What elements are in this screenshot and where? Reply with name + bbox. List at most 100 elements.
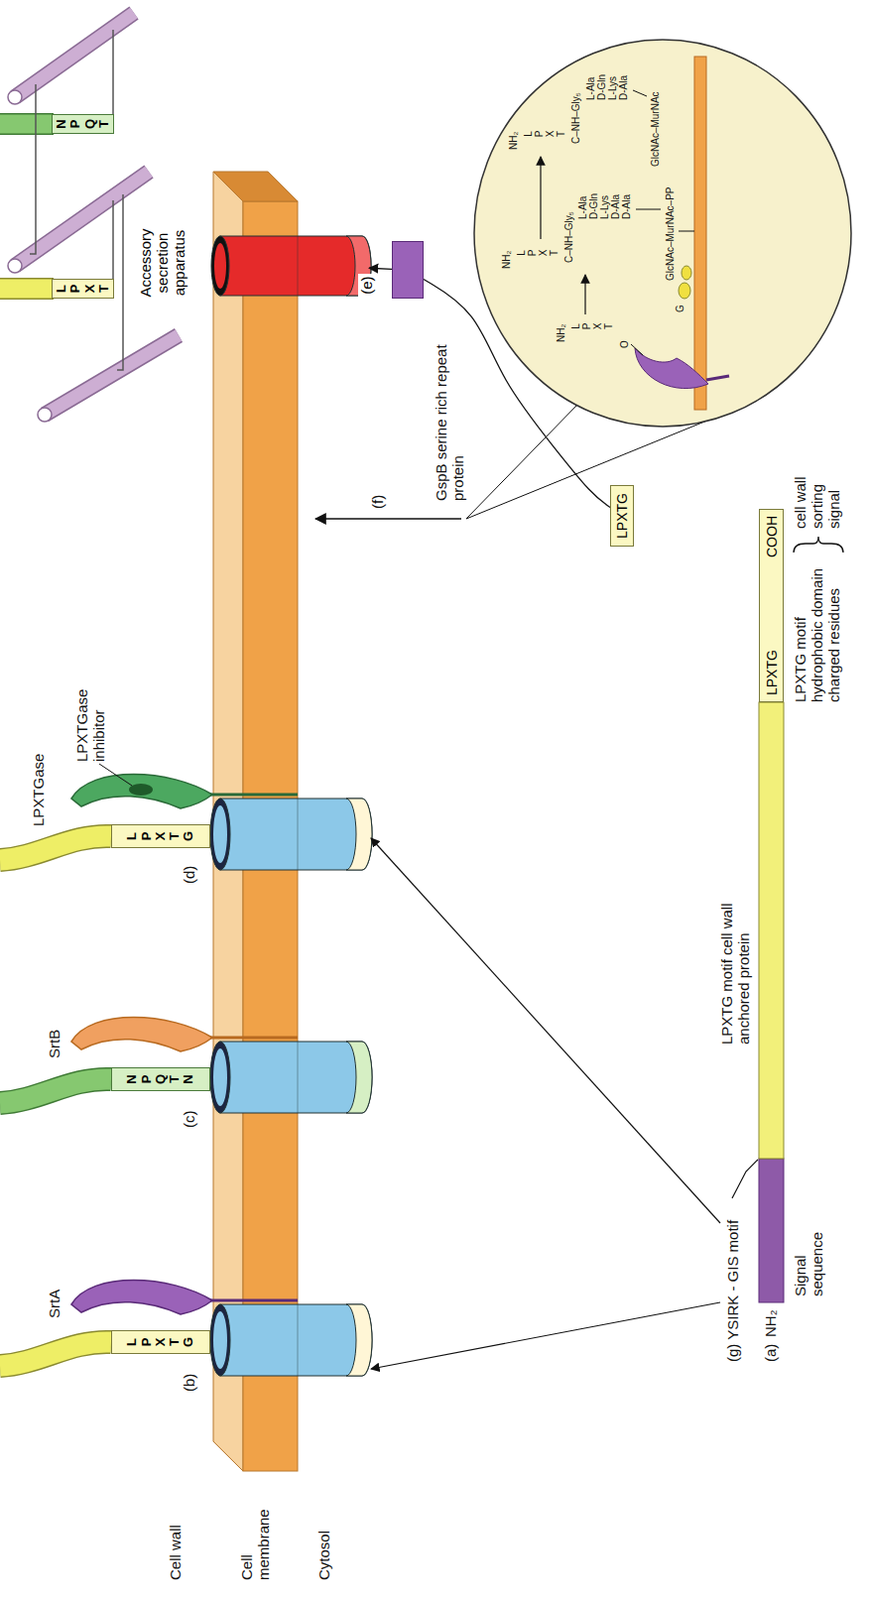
edge-label: (e)	[358, 273, 375, 296]
arrow	[584, 274, 586, 315]
cylinder-pore	[213, 805, 228, 864]
membrane-bar	[694, 56, 707, 410]
brace	[793, 536, 844, 553]
node-text: LPXT	[54, 282, 112, 296]
callout-line	[466, 417, 715, 519]
cylinder-body	[220, 1304, 373, 1376]
cylinder-pore	[214, 243, 227, 289]
fiber-stem	[109, 200, 114, 289]
chem-label: NH₂	[507, 131, 519, 150]
enzyme-label: LPXTGase inhibitor	[73, 682, 108, 762]
sorting-signal-bar: LPXTG COOH	[758, 508, 784, 703]
layer-label: Cytosol	[315, 1500, 333, 1581]
fiber-ribbon	[0, 115, 54, 134]
node-text: GspB serine rich repeat protein	[432, 322, 467, 501]
panel-letter: (a)	[761, 1344, 779, 1363]
cylinder-cap	[346, 1041, 373, 1114]
node-text: NPQTN	[124, 1073, 196, 1087]
cylinder-pore	[213, 1311, 228, 1369]
cylinder-top	[210, 798, 231, 870]
glycan-rod	[44, 335, 179, 415]
node-text: NPQT	[54, 118, 112, 131]
peptidoglycan-rods	[7, 12, 179, 422]
sorting-motif: NPQTN	[111, 1067, 211, 1092]
enzyme-label: SrtB	[45, 1029, 63, 1059]
bond	[632, 90, 647, 97]
fiber-motif: NPQT	[51, 114, 115, 134]
domain-label: LPXTG motif cell wall anchored protein	[718, 870, 752, 1045]
membrane-edge	[297, 798, 299, 870]
cylinder-top	[210, 1041, 231, 1114]
arrow	[539, 156, 541, 240]
membrane-edge	[297, 236, 299, 296]
cylinder-cap	[346, 798, 373, 870]
chem-label: G	[674, 304, 686, 313]
srtb-enzyme	[71, 1017, 213, 1053]
glycan-rod	[14, 12, 134, 98]
glycine-blob	[681, 265, 692, 280]
fiber-ribbon	[0, 277, 54, 300]
glycan-label: GlcNAc–MurNAc	[649, 91, 661, 167]
crosslink	[117, 194, 124, 371]
layer-label: Cell wall	[166, 1510, 184, 1581]
protein-ribbon	[0, 1342, 112, 1367]
magnified-view	[474, 39, 852, 427]
protein-ribbon	[0, 1079, 112, 1104]
glycan-label: GlcNAc–MurNAc–PP	[664, 187, 676, 281]
protein-ribbon	[0, 1342, 112, 1367]
terminus-label: NH₂	[761, 1310, 779, 1339]
cylinder-body	[220, 1041, 373, 1114]
enzyme-label: LPXTGase	[29, 753, 47, 827]
fork-line	[732, 1159, 758, 1199]
signal-sequence-bar	[758, 1158, 784, 1303]
fiber-stem	[109, 29, 114, 125]
enzyme-label: SrtA	[45, 1289, 63, 1319]
panel-letter: (c)	[180, 1111, 198, 1129]
stem-peptide: L-Ala D-Gln L-Lys D-Ala	[585, 68, 629, 101]
rod-end	[7, 258, 22, 273]
glycan-rod	[14, 12, 134, 98]
chem-label: LPXT	[570, 321, 615, 332]
chem-label: C–NH–Gly₅	[570, 92, 582, 144]
chem-label: NH₂	[555, 324, 567, 343]
srta-enzyme	[71, 1280, 213, 1316]
chem-label: LPXT	[522, 128, 567, 139]
enzyme-anchor	[210, 793, 298, 797]
fiber-ribbon	[0, 113, 54, 135]
inhibitor	[128, 783, 153, 796]
protein-bar	[758, 702, 784, 1159]
gspb-protein: GspB serine rich repeat protein	[391, 241, 424, 299]
chem-label: NH₂	[500, 250, 512, 269]
callout-line	[466, 404, 578, 519]
protein-ribbon	[0, 836, 112, 861]
bond	[635, 209, 661, 211]
enzyme-anchor	[210, 1299, 298, 1303]
node-text: Accessory secretion apparatus	[136, 205, 188, 321]
fiber-motif: LPXT	[51, 278, 115, 299]
bond	[678, 231, 695, 233]
node-text: COOH	[763, 515, 780, 558]
crosslink	[29, 84, 36, 254]
panel-letter: (d)	[180, 866, 198, 884]
srta-enzyme	[634, 348, 709, 389]
chem-label: C–NH–Gly₅	[563, 211, 575, 263]
sorting-motif: LPXTG	[111, 1330, 211, 1355]
domain-label: Signal sequence	[791, 1217, 826, 1297]
glycine-blob	[678, 282, 691, 299]
stem-peptide: L-Ala D-Gln L-Lys D-Ala D-Ala	[577, 187, 632, 220]
cylinder-top	[211, 236, 230, 296]
cylinder-pore	[213, 1048, 228, 1107]
enzyme-anchor	[210, 1036, 298, 1040]
connector	[423, 279, 611, 508]
node-text: LPXTG	[124, 830, 196, 844]
fiber-ribbon	[0, 279, 54, 299]
rod-end	[37, 407, 52, 422]
arrow	[315, 517, 462, 520]
arrow	[371, 838, 721, 1224]
enzyme-anchor	[706, 375, 730, 380]
node-text: LPXTG	[763, 649, 780, 696]
cylinder-top	[210, 1304, 231, 1376]
membrane-edge	[297, 1304, 299, 1376]
transporters	[210, 236, 373, 1376]
cylinder-body	[220, 798, 373, 870]
